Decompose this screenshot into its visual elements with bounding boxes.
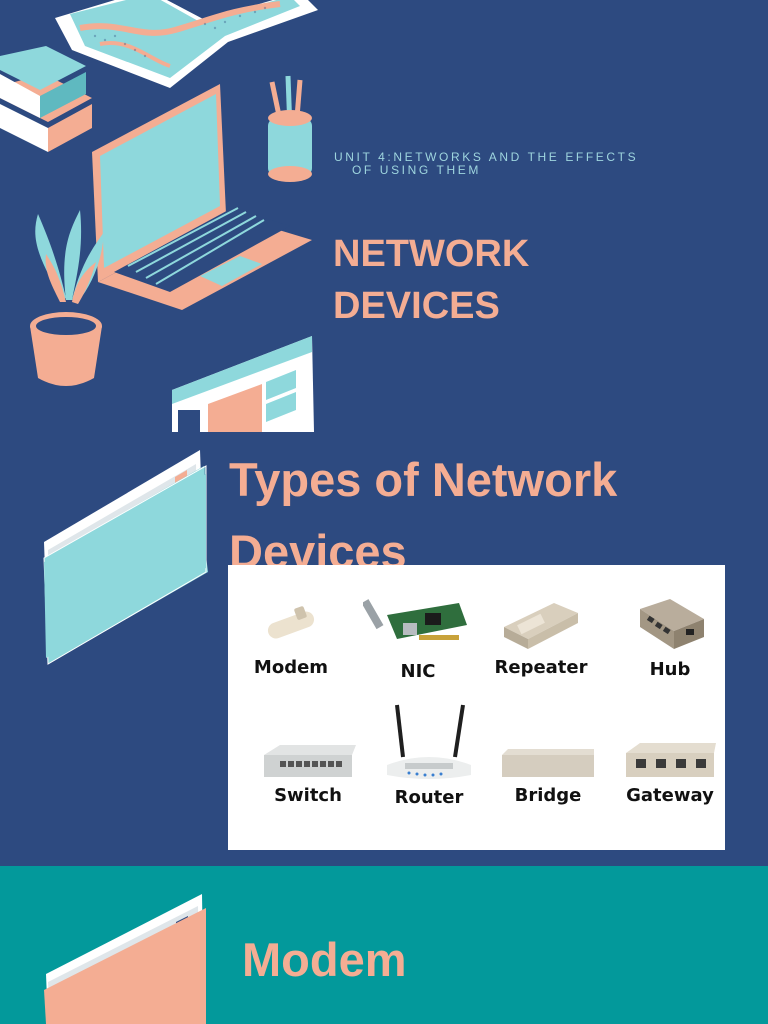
- device-router-label: Router: [394, 787, 464, 808]
- device-gateway-label: Gateway: [626, 785, 714, 806]
- network-devices-title: NETWORK DEVICES: [333, 233, 530, 327]
- repeater-icon: [504, 603, 578, 649]
- device-gateway: Gateway: [612, 739, 728, 807]
- modem-icon: [267, 606, 315, 639]
- unit-subtitle-line-1: UNIT 4:NETWORKS AND THE EFFECTS: [334, 150, 639, 164]
- unit-subtitle: UNIT 4:NETWORKS AND THE EFFECTS OF USING…: [334, 151, 704, 177]
- device-bridge: Bridge: [490, 745, 606, 807]
- folder-illustration: [43, 450, 208, 665]
- device-bridge-label: Bridge: [514, 785, 582, 806]
- device-switch: Switch: [252, 741, 364, 807]
- books-icon: [0, 46, 92, 152]
- switch-icon: [264, 745, 356, 777]
- device-repeater-label: Repeater: [494, 657, 588, 678]
- router-icon: [387, 704, 471, 779]
- web-window-icon: [172, 336, 314, 432]
- device-nic-label: NIC: [400, 661, 436, 682]
- folder-illustration-modem: [44, 894, 206, 1024]
- device-nic: NIC: [356, 595, 480, 683]
- gateway-icon: [626, 743, 716, 777]
- device-router: Router: [374, 703, 484, 809]
- network-devices-card: Modem NIC Repeater: [228, 565, 725, 850]
- hub-icon: [640, 599, 704, 649]
- device-hub-label: Hub: [649, 659, 691, 680]
- bridge-icon: [502, 749, 594, 777]
- nic-icon: [363, 599, 467, 640]
- pencil-holder-icon: [268, 75, 312, 182]
- slide-network-devices: UNIT 4:NETWORKS AND THE EFFECTS OF USING…: [0, 0, 768, 432]
- unit-subtitle-line-2: OF USING THEM: [352, 163, 481, 177]
- device-modem-label: Modem: [253, 657, 329, 678]
- device-hub: Hub: [620, 593, 720, 681]
- folder-icon: [44, 894, 206, 1024]
- modem-title: Modem: [242, 933, 407, 986]
- plant-icon: [30, 210, 104, 386]
- device-modem: Modem: [238, 593, 344, 679]
- device-switch-label: Switch: [274, 785, 342, 806]
- device-repeater: Repeater: [490, 593, 592, 679]
- slide-types-of-network-devices: Types of Network Devices Modem NIC: [0, 432, 768, 866]
- workspace-illustration: [0, 0, 318, 432]
- laptop-icon: [92, 84, 312, 310]
- map-icon: [55, 0, 318, 88]
- slide-modem: Modem: [0, 866, 768, 1024]
- folder-icon: [43, 450, 208, 665]
